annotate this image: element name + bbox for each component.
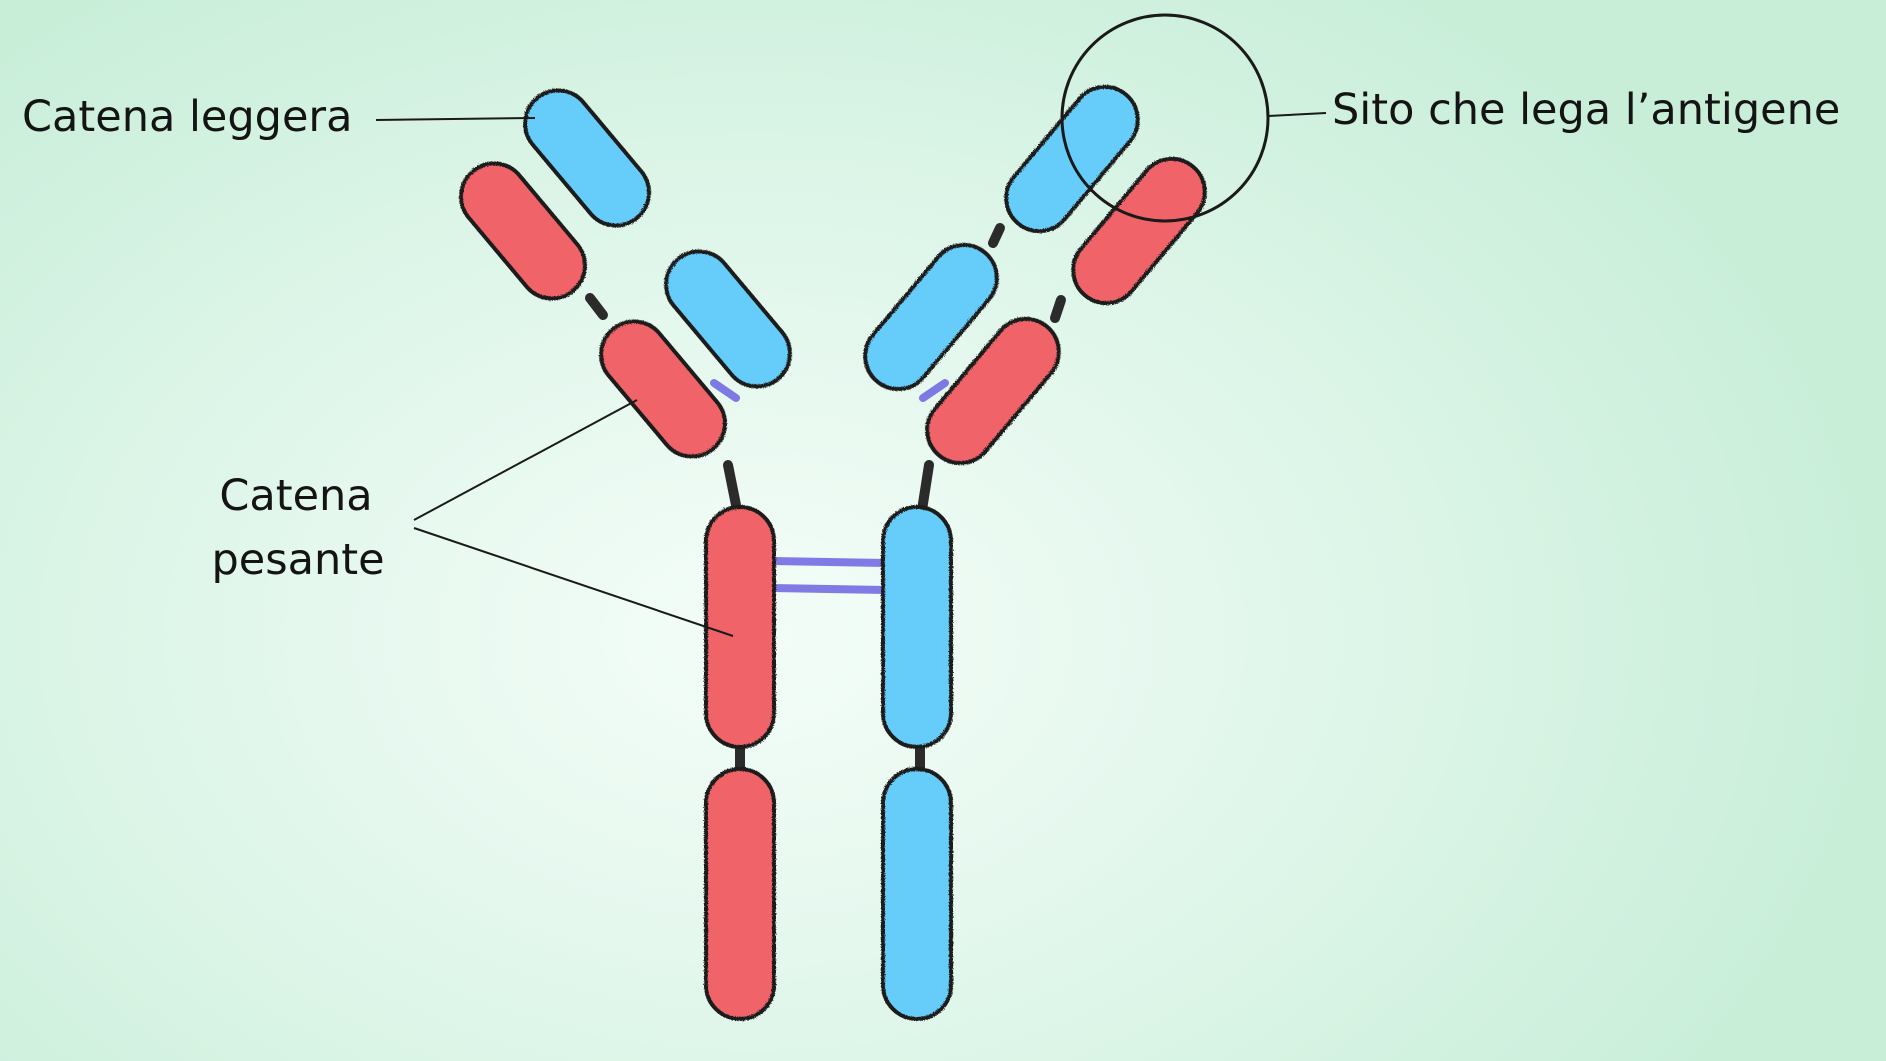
- right-heavy-constant-domain-1: [925, 316, 1061, 466]
- right-heavy-fc-domain-2: [881, 505, 953, 749]
- bond-left-fab: [710, 379, 740, 402]
- bond-hinge-upper: [768, 557, 890, 567]
- label-heavy-chain-line1: Catena: [219, 471, 372, 521]
- left-light-constant-domain: [664, 249, 792, 389]
- antigen-site-circle: [1060, 13, 1270, 223]
- label-antigen-site: Sito che lega l’antigene: [1332, 85, 1840, 135]
- hinge-left-heavy-lower: [723, 460, 742, 515]
- leader-antigen-site: [1267, 112, 1327, 117]
- left-light-chain: [523, 88, 792, 389]
- label-heavy-chain-line2: pesante: [211, 535, 384, 585]
- left-heavy-variable-domain: [459, 161, 587, 301]
- right-light-constant-domain: [863, 242, 999, 392]
- left-heavy-fc-domain-2: [704, 505, 776, 749]
- disulfide-bonds: [710, 379, 949, 594]
- bond-right-fab: [919, 379, 949, 402]
- right-heavy-fc-domain-3: [881, 767, 953, 1021]
- hinge-links: [585, 223, 1066, 785]
- leader-lines: [375, 112, 1327, 637]
- left-light-variable-domain: [523, 88, 651, 228]
- right-heavy-chain: [881, 156, 1207, 1021]
- leader-heavy-chain-upper: [413, 399, 638, 521]
- left-heavy-fc-domain-3: [704, 767, 776, 1021]
- label-light-chain: Catena leggera: [22, 92, 352, 142]
- left-heavy-constant-domain-1: [599, 319, 727, 459]
- hinge-right-heavy-lower: [917, 460, 934, 515]
- hinge-right-light: [988, 223, 1005, 248]
- right-heavy-variable-domain: [1071, 156, 1207, 306]
- bond-hinge-lower: [768, 584, 890, 594]
- leader-light-chain: [375, 117, 536, 121]
- hinge-right-heavy-upper: [1050, 295, 1066, 323]
- hinge-left-heavy-upper: [585, 293, 608, 320]
- leader-heavy-chain-lower: [413, 527, 734, 637]
